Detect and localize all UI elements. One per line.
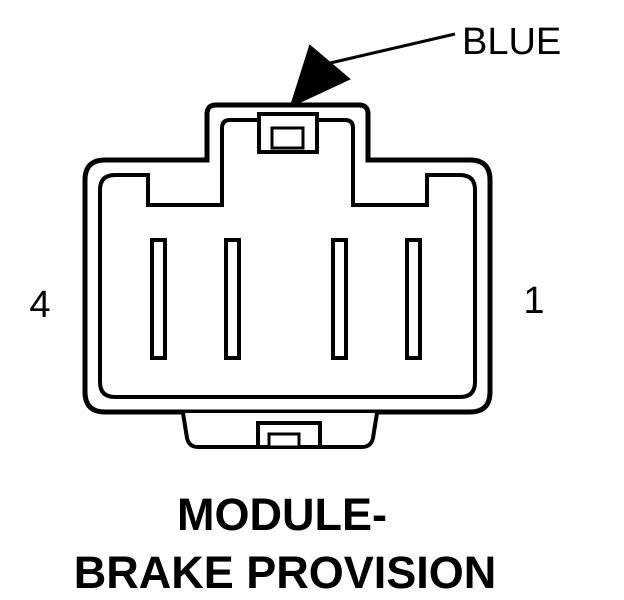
- lock-tab-inner: [270, 126, 305, 150]
- pin-1-label: 1: [523, 280, 544, 322]
- pin-4-label: 4: [29, 284, 50, 326]
- leader-line: [325, 32, 456, 66]
- connector-outer-outline: [82, 102, 493, 415]
- wire-color-label: BLUE: [462, 21, 561, 63]
- terminal-slot-3: [224, 238, 241, 360]
- latch-tab-inner: [267, 432, 301, 449]
- terminal-slot-2: [331, 238, 348, 360]
- caption-line-2: BRAKE PROVISION: [74, 547, 497, 598]
- terminal-slot-1: [405, 238, 422, 360]
- terminal-slot-4: [150, 238, 167, 360]
- connector-inner-outline: [98, 118, 477, 399]
- arrow-icon: [289, 44, 351, 108]
- caption-line-1: MODULE-: [177, 489, 387, 540]
